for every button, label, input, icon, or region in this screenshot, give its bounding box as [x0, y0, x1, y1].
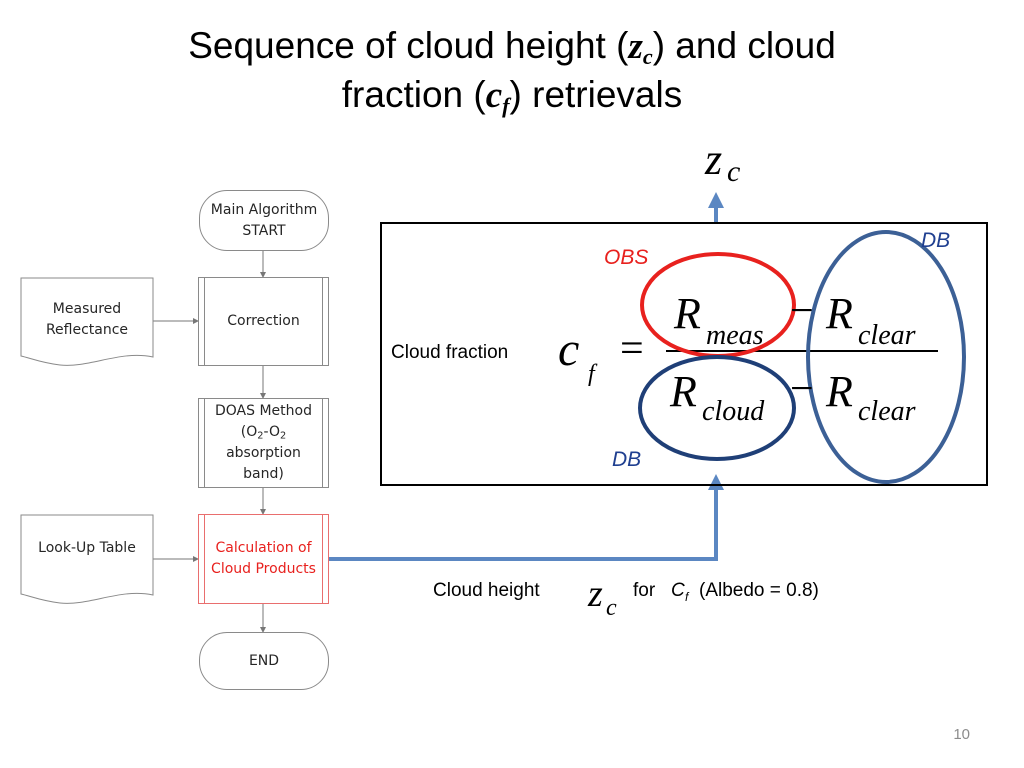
cloud-fraction-formula-box: [380, 222, 988, 486]
measured-line-1: Measured: [52, 301, 122, 317]
r-cloud-subscript: cloud: [702, 396, 765, 427]
measured-reflectance-document: [20, 277, 154, 366]
calculation-process: Calculation of Cloud Products: [198, 514, 329, 604]
correction-label: Correction: [227, 313, 300, 329]
end-label: END: [248, 652, 280, 669]
r-meas-subscript: meas: [706, 320, 764, 351]
r-cloud: R: [670, 367, 697, 416]
cloud-height-suffix: (Albedo = 0.8): [699, 580, 819, 601]
calc-to-formula-arrow: [328, 474, 724, 561]
correction-process: Correction: [198, 277, 329, 366]
cf-subscript: f: [588, 361, 595, 387]
cloud-height-cf: C: [671, 580, 685, 601]
denominator-minus: −: [790, 366, 814, 412]
numerator-minus: −: [790, 288, 814, 334]
calc-line-2: Cloud Products: [211, 561, 316, 577]
start-line-2: START: [242, 222, 286, 239]
db-label-bottom: DB: [612, 448, 642, 471]
cloud-height-z-sub: c: [606, 595, 617, 621]
obs-label: OBS: [604, 246, 649, 269]
equals-sign: =: [620, 326, 644, 372]
doas-process: DOAS Method (O2-O2 absorption band): [198, 398, 329, 488]
r-clear-denominator-subscript: clear: [858, 396, 916, 427]
end-terminal: END: [199, 632, 329, 690]
r-clear-numerator-subscript: clear: [858, 320, 916, 351]
title-line-2: fraction (cf) retrievals: [341, 74, 683, 119]
db-label-top: DB: [921, 229, 951, 252]
cloud-height-z: z: [588, 573, 603, 615]
r-clear-denominator: R: [826, 367, 853, 416]
page-number: 10: [953, 726, 970, 743]
output-zc: z c: [705, 135, 741, 188]
cloud-fraction-label: Cloud fraction: [391, 342, 509, 363]
doas-line-3: absorption: [226, 445, 301, 461]
doas-line-1: DOAS Method: [215, 403, 312, 419]
cloud-height-caption: Cloud height z c for C f (Albedo = 0.8): [433, 572, 873, 621]
title-line-1: Sequence of cloud height (zc) and cloud: [188, 25, 836, 70]
cloud-height-cf-sub: f: [685, 590, 689, 604]
lookup-table-label: Look-Up Table: [38, 539, 136, 556]
lookup-table-document: [20, 514, 154, 604]
measured-line-2: Reflectance: [45, 322, 129, 338]
cloud-height-for: for: [633, 580, 656, 601]
db-bottom-ellipse: [638, 355, 796, 461]
doas-line-2: (O2-O2: [240, 424, 287, 442]
doas-line-4: band): [243, 466, 284, 482]
calc-line-1: Calculation of: [215, 540, 312, 556]
start-line-1: Main Algorithm: [210, 201, 318, 218]
r-meas: R: [674, 289, 701, 338]
db-top-ellipse: [806, 230, 966, 484]
r-clear-numerator: R: [826, 289, 853, 338]
slide-title: Sequence of cloud height (zc) and cloud …: [60, 22, 964, 120]
cf-variable: c: [558, 323, 580, 376]
cloud-height-prefix: Cloud height: [433, 580, 540, 601]
